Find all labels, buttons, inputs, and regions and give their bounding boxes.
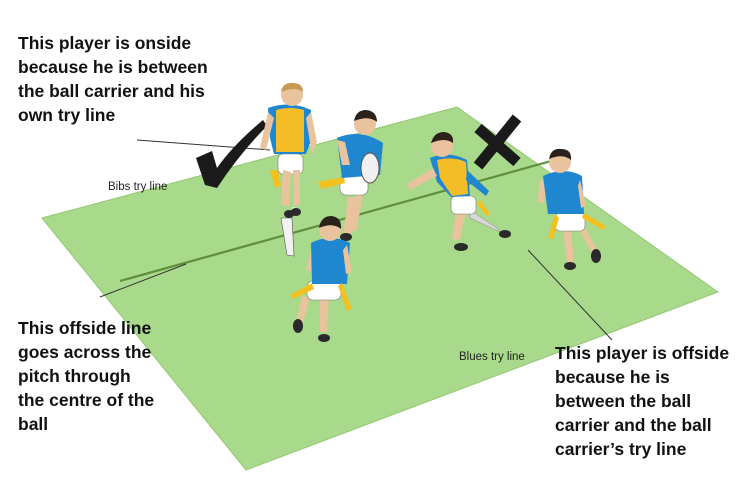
offside-line xyxy=(119,156,563,283)
blues-try-line-label: Blues try line xyxy=(459,351,525,363)
pointer-lines xyxy=(99,139,613,341)
player-onside-bib xyxy=(260,82,317,257)
bibs-try-line-label: Bibs try line xyxy=(108,181,168,193)
offside-annotation: This player is offside because he is bet… xyxy=(555,343,730,459)
player-ball-carrier xyxy=(318,110,383,241)
offside-line-pointer xyxy=(99,263,187,298)
offside-pointer xyxy=(527,249,613,341)
cross-mark-icon xyxy=(473,114,522,170)
offside-line-annotation: This offside line goes across the pitch … xyxy=(18,318,155,434)
onside-annotation: This player is onside because he is betw… xyxy=(18,33,208,125)
player-blue-right xyxy=(537,148,606,270)
check-mark-icon xyxy=(196,120,267,188)
onside-pointer xyxy=(136,139,271,151)
player-offside-bib xyxy=(407,132,511,251)
player-blue-front xyxy=(290,216,352,342)
